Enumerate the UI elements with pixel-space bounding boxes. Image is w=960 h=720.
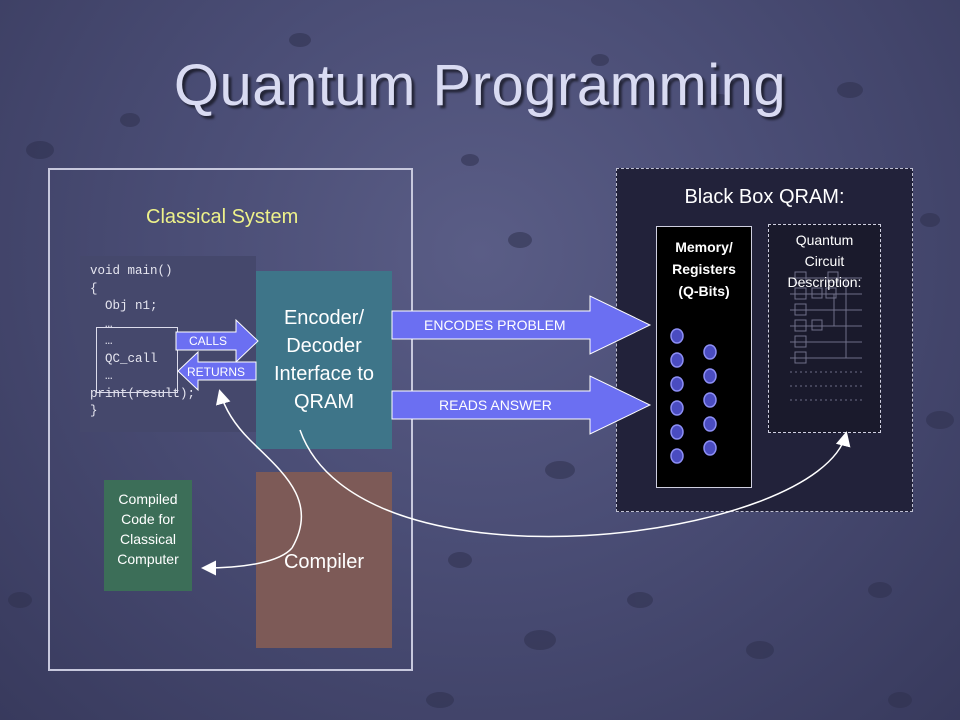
code-line: print(result); <box>90 386 196 401</box>
code-line: … <box>90 334 113 348</box>
black-box-label: Black Box QRAM: <box>684 186 845 208</box>
qubit <box>703 344 717 360</box>
memory-line: (Q-Bits) <box>678 283 730 299</box>
circuit-line: Description: <box>787 274 862 290</box>
qubit <box>703 440 717 456</box>
encodes-problem-arrow <box>391 295 652 355</box>
qubit <box>670 352 684 368</box>
circuit-diagram-image <box>790 271 862 401</box>
memory-label: Memory/ Registers (Q-Bits) <box>652 236 756 302</box>
encoder-line: Decoder <box>286 335 362 357</box>
code-line: … <box>90 369 113 383</box>
code-line: QC_call <box>90 351 158 366</box>
reads-answer-arrow <box>391 375 652 435</box>
compiled-code-block: Compiled Code for Classical Computer <box>104 480 192 591</box>
qubit <box>670 328 684 344</box>
encoder-decoder-block: Encoder/ Decoder Interface to QRAM <box>256 271 392 449</box>
compiler-label: Compiler <box>283 551 365 573</box>
reads-answer-label: READS ANSWER <box>439 397 552 413</box>
slide-title: Quantum Programming <box>173 53 787 118</box>
compiled-line: Compiled <box>118 491 178 507</box>
compiler-to-circuit-connector <box>299 429 851 538</box>
memory-line: Memory/ <box>675 239 733 255</box>
circuit-line: Circuit <box>804 253 845 269</box>
code-line: { <box>90 281 98 296</box>
qubit <box>670 376 684 392</box>
encoder-line: Encoder/ <box>283 307 365 329</box>
compiler-to-compiled-connector <box>201 547 293 576</box>
compiled-line: Computer <box>117 551 179 567</box>
compiler-to-code-connector <box>215 389 303 549</box>
qubit <box>703 392 717 408</box>
classical-system-label: Classical System <box>146 206 299 228</box>
qubit <box>670 400 684 416</box>
compiled-line: Code for <box>121 511 175 527</box>
encodes-problem-label: ENCODES PROBLEM <box>424 317 566 333</box>
qubit <box>703 416 717 432</box>
qc-call-highlight <box>96 327 178 393</box>
quantum-circuit-box <box>768 224 881 433</box>
compiled-line: Classical <box>119 531 176 547</box>
code-line: } <box>90 404 98 418</box>
qubit <box>703 368 717 384</box>
memory-line: Registers <box>672 261 736 277</box>
encoder-line: QRAM <box>294 391 354 413</box>
qubit <box>670 424 684 440</box>
code-line: Obj n1; <box>90 299 158 313</box>
returns-arrow <box>177 350 257 392</box>
code-line: … <box>90 316 113 331</box>
circuit-line: Quantum <box>795 232 854 248</box>
qubit <box>670 448 684 464</box>
encoder-line: Interface to <box>273 363 375 385</box>
calls-label: CALLS <box>189 334 228 348</box>
returns-label: RETURNS <box>187 365 246 379</box>
circuit-label: Quantum Circuit Description: <box>762 230 887 293</box>
code-line: void main() <box>90 264 173 278</box>
calls-arrow <box>175 318 259 364</box>
